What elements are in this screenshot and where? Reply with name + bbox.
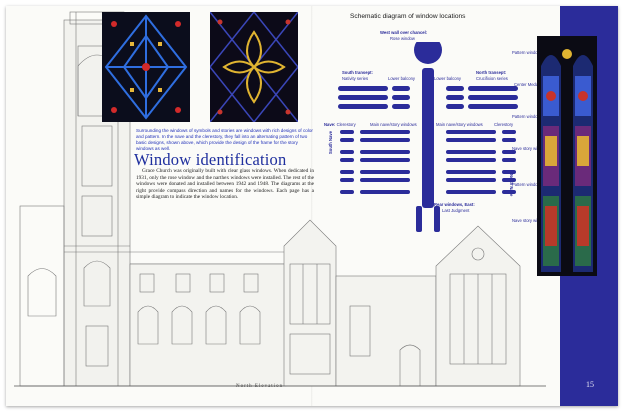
right-label-4: Nave story windows [512,146,550,151]
nave-bold: Nave: [324,122,336,127]
south-transept-label: South transept: [342,70,373,75]
page-title: Window identification [134,150,287,169]
book-spread: Surrounding the windows of symbols and s… [6,6,618,406]
west-wall-sub: Rose window [390,36,415,41]
right-label-1: Pattern windows [512,50,543,55]
page-number: 15 [586,380,594,389]
west-wall-bold: West wall over chancel: [380,30,428,35]
architectural-elevation-drawing [14,11,546,387]
clerestory-left: Clerestory [336,122,356,127]
stained-glass-pattern-b [210,12,298,122]
south-transept-sub: Nativity series [342,76,369,81]
lower-balcony-left: Lower balcony [388,76,416,81]
south-transept-bold: South transept: [342,70,373,75]
right-label-2: Center Medallion [514,82,546,87]
schematic-title: Schematic diagram of window locations [350,13,466,20]
rear-windows-label: Rear windows, East: [434,202,475,207]
book-gutter [311,6,313,406]
body-paragraph: Grace Church was originally built with c… [136,168,314,200]
nave-label: Nave: Clerestory [324,122,356,127]
stained-glass-window-photo [537,36,597,276]
window-location-diagram [338,42,518,232]
clerestory-right: Clerestory [494,122,514,127]
main-nave-left: Main nave/story windows [370,122,417,127]
north-transept-label: North transept: [476,70,506,75]
rear-windows-sub: Last Judgment [442,208,470,213]
west-wall-label: West wall over chancel: [380,30,427,35]
south-nave-label: South Nave [328,130,333,154]
right-label-6: Nave story windows [512,218,550,223]
main-nave-right: Main nave/story windows [436,122,483,127]
rear-windows-bold: Rear windows, East: [434,202,475,207]
lower-balcony-right: Lower balcony [434,76,462,81]
north-transept-sub: Crucifixion series [476,76,508,81]
pattern-windows-caption: Surrounding the windows of symbols and s… [136,128,313,151]
right-label-3: Pattern windows [512,114,543,119]
north-transept-bold: North transept: [476,70,507,75]
right-label-5: Pattern windows [512,182,543,187]
drawing-caption: North Elevation [236,384,284,389]
stained-glass-pattern-a [102,12,190,122]
